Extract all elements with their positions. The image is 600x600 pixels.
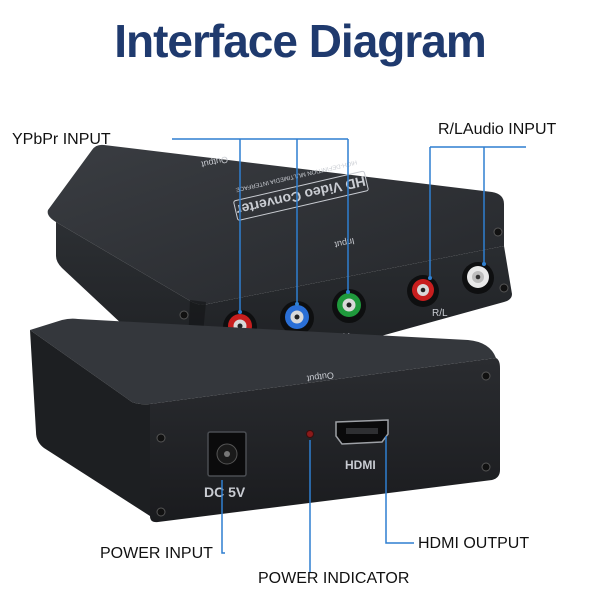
- port-label-rl: R/L: [432, 308, 448, 319]
- hdmi-label: HDMI: [345, 458, 376, 472]
- front-unit-top: [30, 318, 496, 405]
- leader-dots: [238, 262, 486, 314]
- screw-icon: [499, 283, 509, 293]
- screw-icon: [156, 433, 166, 443]
- screw-icon: [493, 227, 503, 237]
- screw-icon: [179, 310, 189, 320]
- power-indicator-label: POWER INDICATOR: [258, 570, 410, 587]
- power-input-label: POWER INPUT: [100, 545, 213, 562]
- ypbpr-input-label: YPbPr INPUT: [12, 131, 111, 148]
- input-engraving: Input: [333, 236, 355, 250]
- rca-pb-port-icon: [280, 301, 314, 335]
- dc-5v-label: DC 5V: [204, 484, 246, 500]
- rl-audio-input-label: R/LAudio INPUT: [438, 121, 557, 138]
- screw-icon: [481, 371, 491, 381]
- power-indicator-led-icon: [306, 430, 314, 438]
- rca-audio-right-port-icon: [407, 275, 439, 307]
- hdmi-port-icon: [335, 419, 389, 445]
- leader-lines: [172, 138, 526, 572]
- front-unit-side: [30, 330, 150, 516]
- front-unit: Output DC 5V HDMI: [30, 318, 500, 523]
- screw-icon: [481, 462, 491, 472]
- front-unit-face: [150, 358, 500, 523]
- front-output-engraving: Output: [306, 370, 335, 384]
- rca-y-port-icon: [332, 289, 366, 323]
- screw-icon: [156, 507, 166, 517]
- power-input-leader-line: [221, 480, 225, 554]
- page-title: Interface Diagram: [114, 15, 487, 67]
- dc-power-jack-icon: [207, 431, 247, 477]
- rca-audio-left-port-icon: [462, 262, 494, 294]
- back-unit-top: [47, 144, 505, 305]
- hdmi-output-label: HDMI OUTPUT: [418, 535, 530, 552]
- hdmi-output-leader-line: [385, 436, 414, 544]
